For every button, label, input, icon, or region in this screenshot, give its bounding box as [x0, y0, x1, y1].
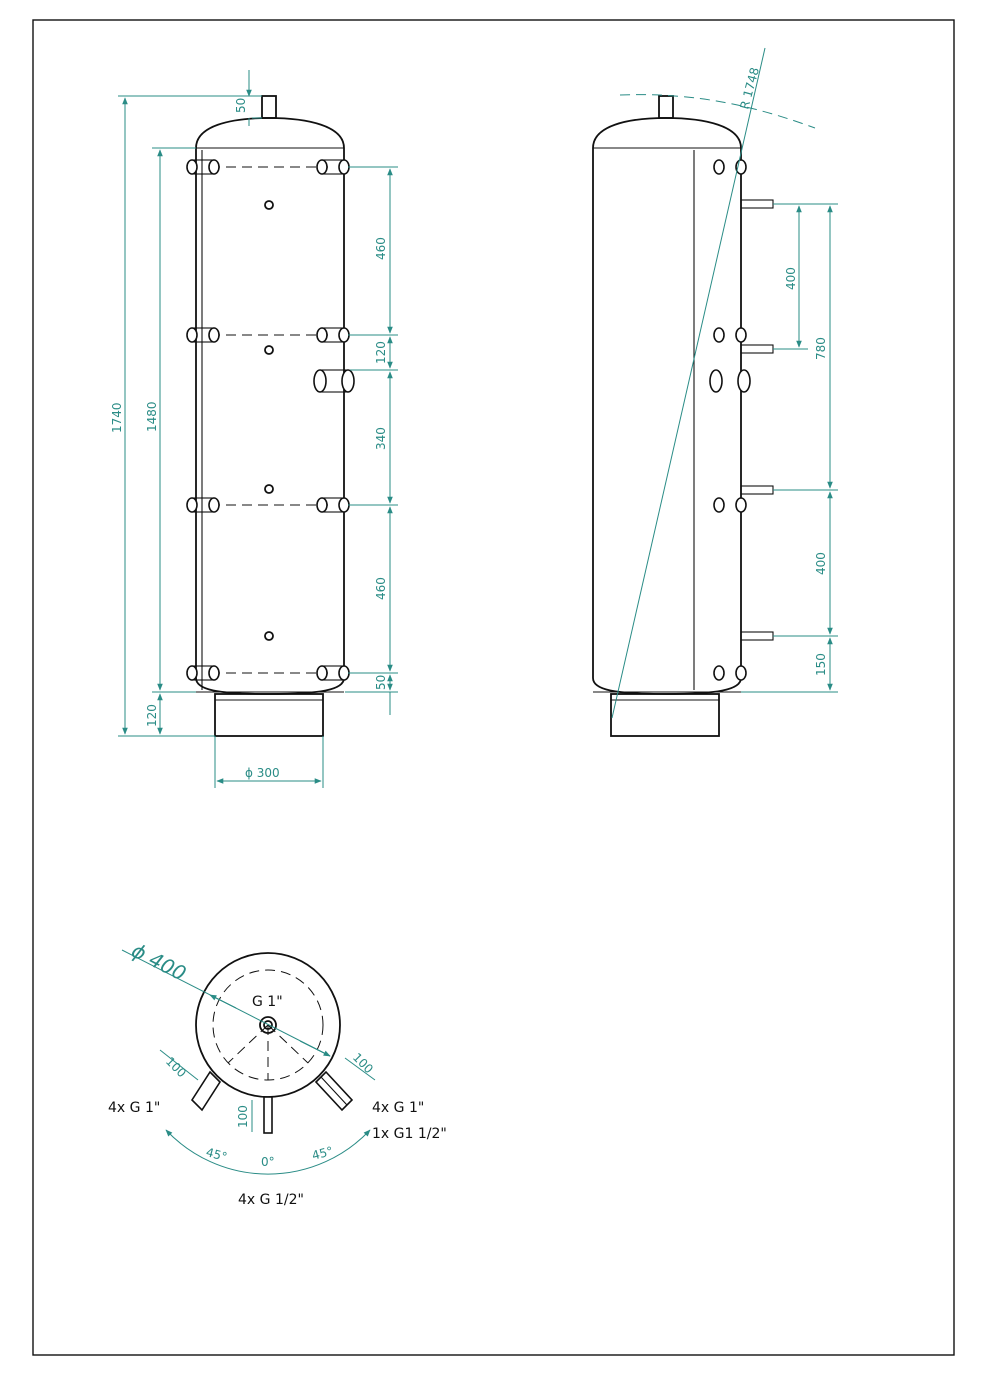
label-right-nozzles-1: 4x G 1"	[372, 1100, 424, 1116]
dim-angle-left: 45°	[204, 1145, 228, 1164]
dim-nozzle-left: 100	[163, 1054, 189, 1080]
tank-base	[214, 693, 324, 737]
dim-nozzle-bottom: 100	[236, 1105, 250, 1128]
dim-sensor-gap-upper: 400	[784, 267, 798, 290]
dim-base-diameter: ϕ 300	[245, 766, 280, 780]
sensor-sockets	[264, 200, 274, 641]
dim-gap-3: 340	[374, 427, 388, 450]
dim-nozzle-right: 100	[350, 1050, 376, 1076]
side-sensor-stubs	[740, 199, 774, 641]
side-tank-body	[592, 117, 742, 695]
dim-angle-right: 45°	[310, 1144, 334, 1163]
top-view-nozzle-right	[314, 1070, 354, 1112]
label-bottom-nozzles: 4x G 1/2"	[238, 1192, 304, 1208]
right-connection-nozzles	[313, 159, 355, 681]
label-right-nozzles-2: 1x G1 1/2"	[372, 1126, 447, 1142]
dim-radius: R 1748	[737, 66, 762, 111]
dim-gap-5: 50	[374, 675, 388, 690]
label-left-nozzles: 4x G 1"	[108, 1100, 160, 1116]
dim-top-nozzle: 50	[234, 98, 248, 113]
side-view: R 1748 400 780 400 150	[592, 47, 838, 737]
top-view: ϕ 400 G 1" 100 100 100 45° 45° 0° 4x G 1…	[108, 938, 447, 1208]
dim-top-diameter: ϕ 400	[128, 938, 190, 986]
dim-base-height: 120	[145, 704, 159, 727]
angle-arc	[165, 1129, 371, 1175]
dim-sensor-gap-lower: 400	[814, 552, 828, 575]
drawing-frame	[32, 19, 955, 1356]
side-connections	[709, 159, 751, 681]
dim-overall-height: 1740	[110, 402, 124, 433]
dim-gap-1: 460	[374, 237, 388, 260]
dim-gap-4: 460	[374, 577, 388, 600]
left-connection-nozzles	[186, 159, 220, 681]
side-top-nozzle	[658, 95, 674, 119]
dim-angle-center: 0°	[261, 1155, 275, 1169]
top-nozzle	[261, 95, 277, 119]
radius-line	[611, 47, 766, 719]
dim-bottom-offset: 150	[814, 653, 828, 676]
tank-body	[195, 117, 345, 695]
label-center-connection: G 1"	[252, 994, 283, 1010]
side-tank-base	[610, 693, 720, 737]
front-view: 50 1740 1480 120 460 120 340 460 50	[110, 70, 398, 788]
top-view-nozzle-left	[190, 1070, 222, 1112]
dim-connection-span: 1480	[145, 401, 159, 432]
dim-sensor-span: 780	[814, 337, 828, 360]
dim-gap-2: 120	[374, 341, 388, 364]
top-view-nozzle-bottom	[263, 1096, 273, 1134]
